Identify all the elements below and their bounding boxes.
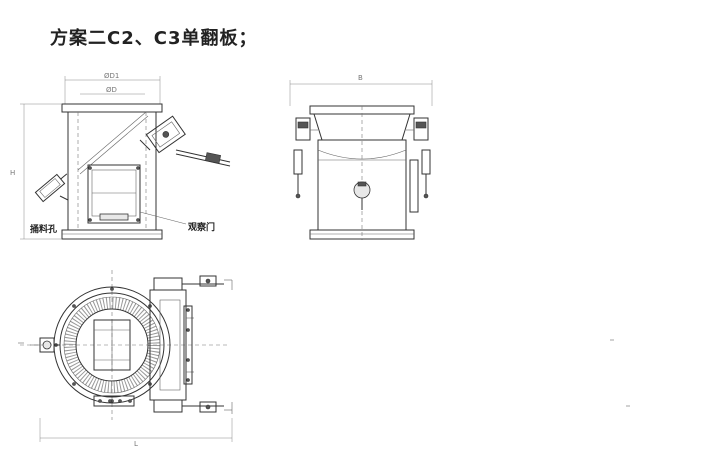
top-view: L: [18, 270, 630, 448]
page-title: 方案二C2、C3单翻板；: [50, 28, 258, 49]
front-view: ØD1 ØD: [10, 72, 231, 240]
dimension-l: L: [134, 440, 138, 448]
label-fill-hole: 捅料孔: [30, 223, 57, 235]
dimension-b: B: [358, 74, 363, 82]
dimension-d1: ØD1: [104, 72, 119, 80]
dimension-h: H: [10, 169, 15, 177]
label-observation-door: 观察门: [188, 221, 215, 233]
side-view: B: [289, 74, 433, 240]
dimension-d: ØD: [106, 86, 117, 94]
